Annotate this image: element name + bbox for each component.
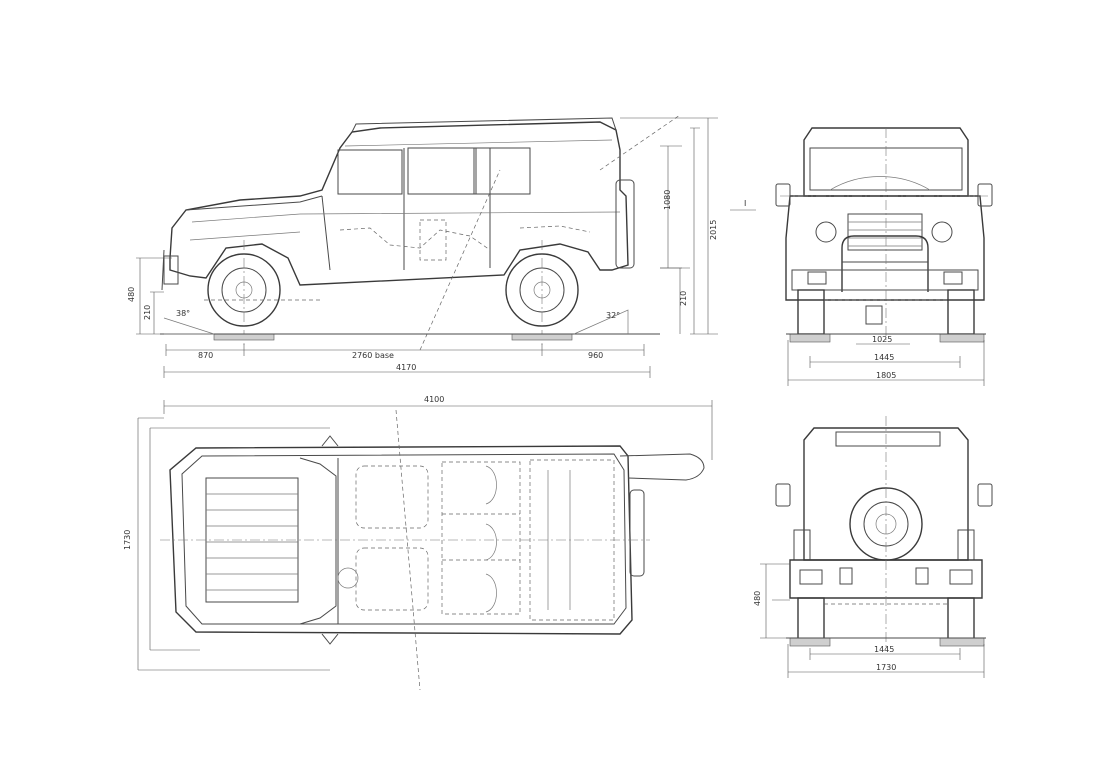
side-spare-wheel <box>615 179 635 269</box>
front-dim-track: 1445 <box>874 353 894 362</box>
front-mirror-right <box>977 183 993 207</box>
side-dim-body-height: 1080 <box>663 190 672 210</box>
front-mirror-left <box>775 183 791 207</box>
front-windshield <box>809 147 963 191</box>
rear-taillight-right <box>957 529 975 561</box>
top-spare-tyre <box>619 453 705 481</box>
side-dim-front-bumper-h: 480 <box>127 287 136 302</box>
side-ground-front <box>213 333 275 341</box>
rear-dim-width: 1730 <box>876 663 896 672</box>
top-seat-front-left <box>355 465 429 529</box>
rear-wheel-right <box>947 597 975 641</box>
front-headlight-left <box>815 221 837 243</box>
side-dim-overall-length: 4170 <box>396 363 416 372</box>
rear-view: 1445 1730 480 <box>753 416 993 678</box>
front-headlight-right <box>931 221 953 243</box>
side-departure-angle: 32° <box>606 311 620 320</box>
top-seat-rear <box>441 461 521 615</box>
side-dim-clearance: 210 <box>679 291 688 306</box>
side-dim-rear-overhang: 960 <box>588 351 603 360</box>
top-seat-front-right <box>355 547 429 611</box>
side-window-front <box>337 149 403 195</box>
side-dim-front-overhang: 870 <box>198 351 213 360</box>
side-window-rear <box>473 147 531 195</box>
rear-taillight-left <box>793 529 811 561</box>
side-body-outline <box>169 121 629 286</box>
front-wheel-left <box>797 289 825 335</box>
side-view: 38° 32° 870 2760 base 960 4170 1080 210 … <box>127 114 756 378</box>
rear-mirror-left <box>775 483 791 507</box>
front-ground-right <box>939 333 985 343</box>
rear-dim-height-side: 480 <box>753 591 762 606</box>
top-steering-wheel <box>337 567 359 589</box>
top-dim-width: 1730 <box>123 530 132 550</box>
top-dim-length: 4100 <box>424 395 444 404</box>
top-view: 4100 1730 <box>123 395 713 691</box>
side-dim-verticals: 1080 210 2015 I <box>620 117 756 335</box>
rear-ground-left <box>789 637 831 647</box>
side-front-bumper <box>163 255 179 285</box>
side-dim-marker: I <box>744 199 746 208</box>
side-window-mid <box>407 147 477 195</box>
top-body-outline <box>169 445 633 635</box>
side-approach-angle: 38° <box>176 309 190 318</box>
front-bumper <box>791 269 979 291</box>
front-wheel-right <box>947 289 975 335</box>
front-view: 1025 1445 1805 <box>775 127 993 386</box>
rear-mirror-right <box>977 483 993 507</box>
side-dim-wheelbase: 2760 base <box>352 351 394 360</box>
front-dim-mid: 1025 <box>872 335 892 344</box>
front-dim-width: 1805 <box>876 371 896 380</box>
rear-ground-right <box>939 637 985 647</box>
side-ground-rear <box>511 333 573 341</box>
rear-dim-track: 1445 <box>874 645 894 654</box>
side-dim-left: 480 210 <box>127 257 172 335</box>
side-dim-row-1: 870 2760 base 960 <box>165 344 645 360</box>
side-dim-total-height: 2015 <box>709 220 718 240</box>
front-ground-left <box>789 333 831 343</box>
side-dim-row-2: 4170 <box>163 363 651 378</box>
rear-wheel-left <box>797 597 825 641</box>
front-grille <box>847 213 923 251</box>
front-bull-bar <box>841 235 929 292</box>
side-dim-front-low: 210 <box>143 305 152 320</box>
